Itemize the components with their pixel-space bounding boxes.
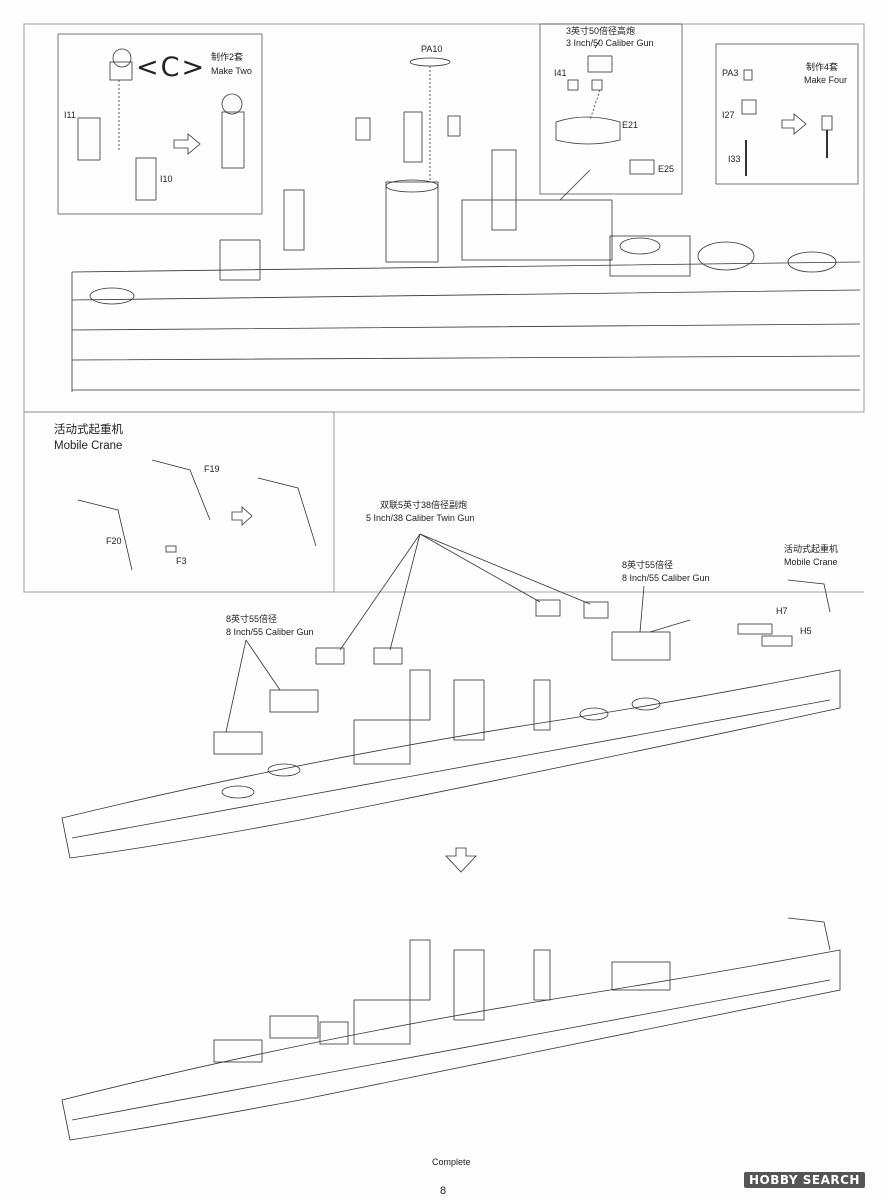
subassembly-c-drawing: [77, 48, 245, 201]
crane-title-cn: 活动式起重机: [54, 424, 123, 436]
part-label: I41: [554, 68, 567, 78]
gun-3in-box: [539, 23, 683, 195]
gun8-left-label-en: 8 Inch/55 Caliber Gun: [226, 627, 314, 637]
part-label: I27: [722, 110, 735, 120]
mobile-crane-label-en: Mobile Crane: [784, 557, 838, 567]
subassembly-c-qty-cn: 制作2套: [211, 52, 244, 62]
page-number: 8: [440, 1185, 447, 1197]
crane-parts-drawing: [77, 459, 317, 571]
down-arrow-icon: [445, 847, 477, 873]
complete-caption: Complete: [432, 1157, 471, 1167]
crane-box-frame: [23, 411, 335, 593]
gun8-right-label-cn: 8英寸55倍径: [622, 560, 674, 570]
subassembly-c-qty-en: Make Two: [211, 66, 252, 76]
pa-sub-drawing: [741, 69, 833, 176]
part-label: PA10: [421, 44, 443, 54]
top-section-frame: [23, 23, 865, 413]
twin-gun-label-en: 5 Inch/38 Caliber Twin Gun: [366, 513, 475, 523]
part-label: I33: [728, 154, 741, 164]
part-label: PA3: [722, 68, 739, 78]
part-label: I11: [64, 110, 76, 120]
part-label: F19: [204, 464, 220, 474]
crane-title-en: Mobile Crane: [54, 440, 123, 452]
gun-3in-drawing: [555, 39, 655, 175]
subassembly-c-box: [57, 33, 263, 215]
middle-ship-drawing: [61, 533, 841, 859]
gun-3in-title-en: 3 Inch/50 Caliber Gun: [566, 38, 654, 48]
pa-sub-qty-en: Make Four: [804, 75, 848, 85]
part-label: F20: [106, 536, 122, 546]
part-label: E25: [658, 164, 675, 174]
part-label: H7: [776, 606, 788, 616]
part-label: I10: [160, 174, 173, 184]
pa-sub-qty-cn: 制作4套: [806, 62, 839, 72]
complete-ship-drawing: [61, 917, 841, 1141]
part-label: F3: [176, 556, 187, 566]
twin-gun-label-cn: 双联5英寸38倍径副炮: [380, 500, 468, 510]
part-label: E21: [622, 120, 639, 130]
subassembly-c-symbol: <C>: [136, 52, 207, 83]
gun8-left-label-cn: 8英寸55倍径: [226, 614, 278, 624]
watermark-logo: HOBBY SEARCH: [744, 1172, 865, 1188]
part-label: H5: [800, 626, 812, 636]
top-hull-drawing: [71, 57, 861, 392]
gun-3in-title-cn: 3英寸50倍径高炮: [566, 26, 636, 36]
mobile-crane-label-cn: 活动式起重机: [784, 544, 839, 554]
gun8-right-label-en: 8 Inch/55 Caliber Gun: [622, 573, 710, 583]
pa-sub-box: [715, 43, 859, 185]
